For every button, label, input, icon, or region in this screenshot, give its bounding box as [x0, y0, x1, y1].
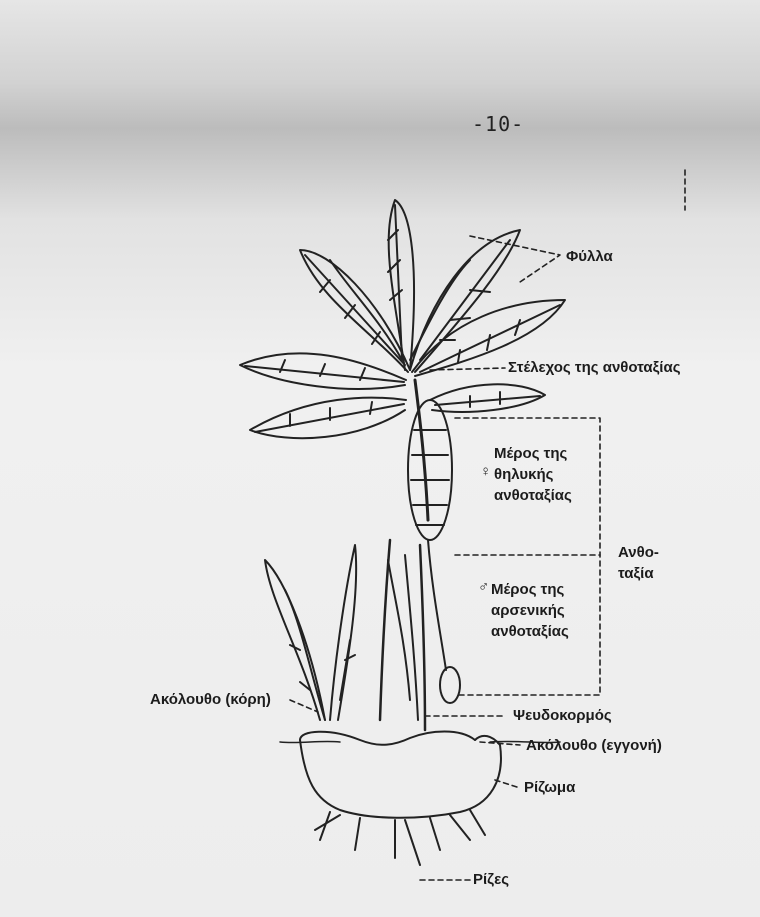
- label-inflorescence-2: ταξία: [618, 564, 654, 584]
- label-sucker-daughter: Ακόλουθο (κόρη): [150, 690, 271, 710]
- label-male-part-2: αρσενικής: [491, 601, 565, 621]
- sucker-left: [265, 545, 356, 720]
- pseudostem: [380, 540, 425, 730]
- label-female-part-1: Μέρος της: [494, 444, 567, 464]
- label-female-part-3: ανθοταξίας: [494, 486, 572, 506]
- rhizome: [300, 732, 501, 866]
- female-symbol: ♀: [480, 462, 491, 482]
- label-female-part-2: θηλυκής: [494, 465, 553, 485]
- label-rhizome: Ρίζωμα: [524, 778, 575, 798]
- male-symbol: ♂: [478, 577, 489, 597]
- label-male-part-1: Μέρος της: [491, 580, 564, 600]
- label-inflorescence-1: Ανθο-: [618, 543, 659, 563]
- inflorescence: [408, 380, 460, 703]
- label-pseudostem: Ψευδοκορμός: [513, 706, 612, 726]
- leaf-group: [240, 200, 565, 438]
- label-leaves: Φύλλα: [566, 247, 613, 267]
- label-roots: Ρίζες: [473, 870, 509, 890]
- label-inflorescence-stem: Στέλεχος της ανθοταξίας: [508, 358, 681, 378]
- label-sucker-grandchild: Ακόλουθο (εγγονή): [526, 736, 662, 756]
- label-male-part-3: ανθοταξίας: [491, 622, 569, 642]
